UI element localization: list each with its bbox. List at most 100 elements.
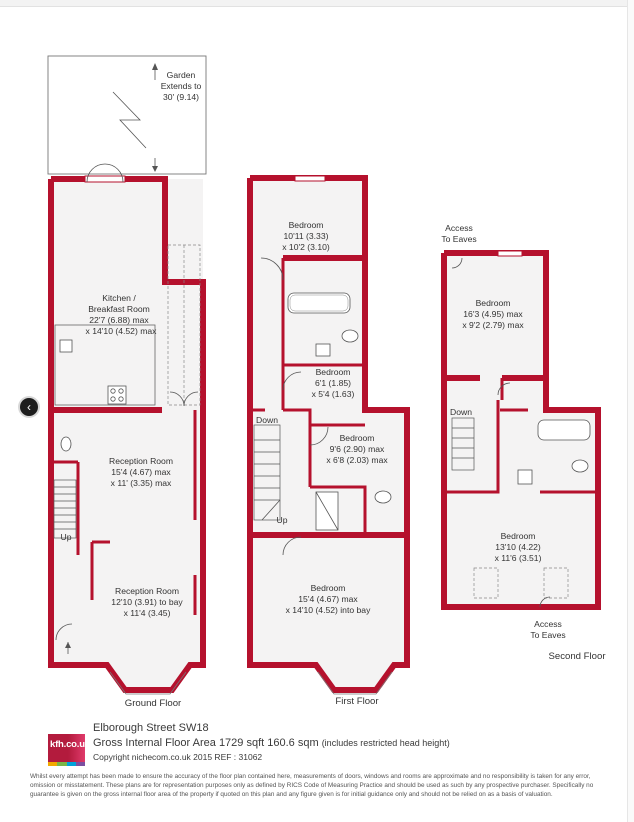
- bedroom3-label-2: 9'6 (2.90) max: [330, 444, 385, 454]
- basin: [315, 343, 331, 357]
- kitchen-label-2: Breakfast Room: [88, 304, 150, 314]
- bath: [287, 292, 351, 314]
- bedroom2-label-1: Bedroom: [316, 367, 351, 377]
- second-stairs: [451, 417, 475, 471]
- hob-ring: [118, 388, 124, 394]
- bay-window: [109, 671, 187, 695]
- bedroom2-label-3: x 5'4 (1.63): [312, 389, 355, 399]
- first-floor-title: First Floor: [335, 696, 379, 707]
- garden-arrow-head: [152, 63, 158, 70]
- garden-label-2: Extends to: [161, 81, 202, 91]
- previous-image-button[interactable]: ‹: [20, 398, 38, 416]
- bedroom1-label-3: x 10'2 (3.10): [282, 242, 330, 252]
- bedroom6-label-3: x 11'6 (3.51): [495, 553, 542, 563]
- door-swing: [309, 426, 329, 446]
- access-top-label-2: To Eaves: [441, 234, 476, 244]
- copyright: Copyright nichecom.co.uk 2015 REF : 3106…: [93, 752, 263, 762]
- ground-floor-plan: Garden Extends to 30' (9.14): [47, 55, 207, 709]
- disclaimer: Whilst every attempt has been made to en…: [30, 773, 594, 798]
- bedroom5-label-1: Bedroom: [476, 298, 511, 308]
- door-swing: [282, 536, 302, 556]
- reception2-label-2: 12'10 (3.91) to bay: [111, 597, 183, 607]
- access-bottom-label-2: To Eaves: [530, 630, 565, 640]
- kitchen-label-3: 22'7 (6.88) max: [89, 315, 149, 325]
- first-bay-window: [317, 671, 393, 695]
- door-swing: [497, 382, 511, 396]
- second-outer-wall: [441, 250, 601, 610]
- wc: [571, 459, 589, 473]
- bedroom4-label-2: 15'4 (4.67) max: [298, 594, 358, 604]
- door-swing: [282, 371, 302, 391]
- street-address: Elborough Street SW18: [93, 722, 209, 734]
- bedroom1-label-2: 10'11 (3.33): [284, 231, 329, 241]
- logo-text: kfh.co.uk: [50, 739, 85, 750]
- bedroom3-label-1: Bedroom: [340, 433, 375, 443]
- first-floor-plan: Down Up Bedroom 10'11 (3.33) x 10'2 (3.1…: [247, 175, 410, 707]
- kitchen-label-1: Kitchen /: [102, 293, 136, 303]
- first-stairs: [253, 424, 281, 521]
- bedroom5-label-3: x 9'2 (2.79) max: [462, 320, 524, 330]
- viewer-top-bar: [0, 0, 634, 7]
- garden-label-3: 30' (9.14): [163, 92, 199, 102]
- bath-inner: [289, 294, 349, 312]
- first-wall-bath: [310, 485, 367, 535]
- garden-label-1: Garden: [167, 70, 196, 80]
- viewer-right-edge: [627, 0, 634, 822]
- french-doors-frame: [84, 175, 126, 183]
- ground-wall-hall: [90, 540, 110, 600]
- kitchen-units: [54, 324, 156, 406]
- hob-ring: [110, 388, 116, 394]
- garden-break-line: [112, 91, 147, 149]
- bath: [537, 419, 591, 441]
- chevron-left-icon: ‹: [27, 400, 31, 414]
- ground-floor-fill: [51, 179, 203, 690]
- door-swing: [260, 257, 284, 281]
- hob: [107, 385, 127, 405]
- first-inner-walls: [250, 258, 365, 487]
- floor-area: Gross Internal Floor Area 1729 sqft 160.…: [93, 737, 450, 749]
- access-bottom-label-1: Access: [534, 619, 562, 629]
- bedroom4-label-1: Bedroom: [311, 583, 346, 593]
- logo-stripe: [48, 762, 85, 766]
- ground-outer-wall: [48, 176, 206, 693]
- second-inner-walls: [444, 378, 598, 494]
- shower-line: [315, 491, 339, 531]
- roof-window: [473, 567, 499, 599]
- wc: [341, 329, 359, 343]
- reception1-label-2: 15'4 (4.67) max: [111, 467, 171, 477]
- roof-window: [543, 567, 569, 599]
- ground-stairs: [53, 479, 77, 539]
- second-floor-fill: [444, 253, 598, 607]
- ground-floor-title: Ground Floor: [125, 698, 182, 709]
- front-door-swing: [55, 623, 73, 641]
- side-door-swing: [169, 391, 199, 407]
- kfh-logo: kfh.co.uk: [48, 734, 85, 766]
- access-top-label-1: Access: [445, 223, 473, 233]
- first-stairs-up: Up: [277, 515, 288, 525]
- basin: [517, 469, 533, 485]
- reception2-label-3: x 11'4 (3.45): [124, 608, 171, 618]
- bedroom5-label-2: 16'3 (4.95) max: [463, 309, 523, 319]
- ground-wall-stairs: [51, 460, 80, 555]
- first-stairs-down: Down: [256, 415, 278, 425]
- eaves-door-swing: [451, 257, 463, 269]
- kitchen-sink: [59, 339, 73, 353]
- floor-area-value: Gross Internal Floor Area 1729 sqft 160.…: [93, 737, 319, 749]
- second-stairs-down: Down: [450, 407, 472, 417]
- bedroom6-label-1: Bedroom: [501, 531, 536, 541]
- entry-arrow-head: [65, 642, 71, 648]
- wc: [60, 436, 72, 452]
- bedroom6-label-2: 13'10 (4.22): [495, 542, 541, 552]
- bedroom4-label-3: x 14'10 (4.52) into bay: [286, 605, 371, 615]
- second-floor-title: Second Floor: [548, 651, 606, 662]
- plan-info: Elborough Street SW18 Gross Internal Flo…: [93, 722, 450, 762]
- second-floor-plan: Down Access To Eaves Bedroom 16'3 (4.95)…: [441, 223, 606, 662]
- reception1-label-1: Reception Room: [109, 456, 173, 466]
- hob-ring: [118, 396, 124, 402]
- french-door-swing: [86, 163, 124, 183]
- bedroom1-label-1: Bedroom: [289, 220, 324, 230]
- bedroom2-label-2: 6'1 (1.85): [315, 378, 351, 388]
- hob-ring: [110, 396, 116, 402]
- wc: [374, 490, 392, 504]
- eaves-door-swing: [539, 596, 551, 608]
